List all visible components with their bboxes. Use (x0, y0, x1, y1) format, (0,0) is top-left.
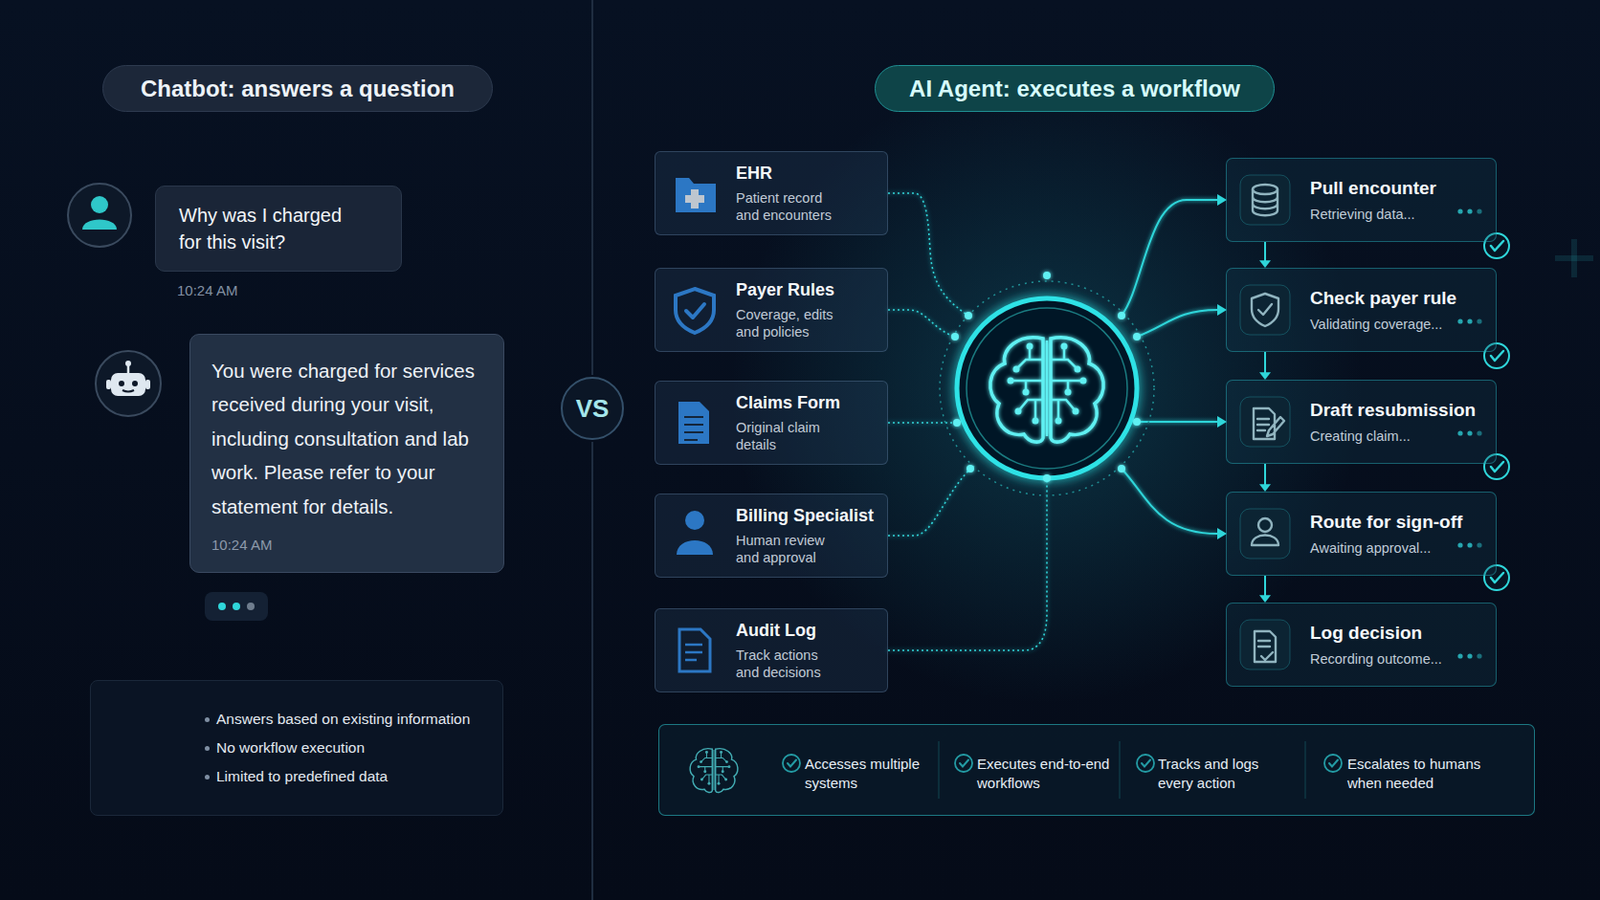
user-bubble: Why was I charged for this visit? (155, 185, 402, 272)
node-heading: Log decision (1310, 622, 1489, 645)
timestamp: 10:24 AM (177, 282, 238, 299)
source-box: EHR Patient record and encounters (654, 151, 889, 236)
node-heading: Why was I charged for this visit? (178, 201, 361, 256)
arrow-head (1259, 484, 1271, 492)
node-heading: Billing Specialist (735, 506, 880, 527)
flow-arrow (1259, 464, 1271, 492)
node-text: Coverage, edits and policies (735, 306, 844, 341)
node-heading: EHR (735, 163, 880, 184)
step-box: Check payer ruleValidating coverage... (1225, 267, 1497, 353)
source-box: Claims FormOriginal claim details (654, 380, 889, 466)
vs-circle: VS (560, 377, 624, 441)
step-box: Route for sign-offAwaiting approval... (1225, 491, 1497, 577)
node-text: Tracks and logs every action (1157, 755, 1292, 794)
node-text: Limited to predefined data (216, 768, 493, 786)
source-box: Audit LogTrack actions and decisions (654, 608, 889, 693)
node-text: Executes end-to-end workflows (977, 755, 1112, 794)
node-text: Awaiting approval... (1310, 540, 1489, 556)
source-box: Billing SpecialistHuman review and appro… (654, 493, 889, 578)
info-box: Answers based on existing information No … (89, 680, 504, 817)
node-text: Retrieving data... (1310, 206, 1489, 223)
node-heading: Audit Log (735, 621, 880, 642)
title-pill: Chatbot: answers a question (102, 65, 493, 112)
step-box: Draft resubmissionCreating claim... (1225, 379, 1497, 465)
node-heading: Route for sign-off (1310, 511, 1489, 534)
node-heading: Draft resubmission (1310, 400, 1489, 422)
source-box: Payer RulesCoverage, edits and policies (654, 267, 889, 353)
node-text: Creating claim... (1310, 428, 1489, 445)
node-heading: VS (576, 394, 610, 424)
node-text: 10:24 AM (211, 536, 483, 554)
feature-bar: Accesses multiple systems Executes end-to… (658, 724, 1535, 817)
node-heading: Pull encounter (1310, 177, 1489, 200)
node-text: No workflow execution (216, 739, 493, 757)
node-text: Escalates to humans when needed (1347, 755, 1511, 794)
flow-arrow (1259, 576, 1271, 603)
step-box: Pull encounterRetrieving data... (1225, 157, 1497, 243)
node-text: Human review and approval (735, 532, 844, 567)
node-text: Recording outcome... (1310, 651, 1489, 667)
node-heading: Chatbot: answers a question (140, 75, 455, 103)
node-text: Patient record and encounters (735, 189, 844, 224)
title-pill: AI Agent: executes a workflow (874, 65, 1275, 112)
node-text: Original claim details (735, 419, 844, 454)
node-heading: Payer Rules (735, 280, 880, 301)
node-text: Validating coverage... (1310, 316, 1489, 333)
step-box: Log decisionRecording outcome... (1225, 602, 1497, 688)
node-heading: Accesses multiple systems (804, 755, 934, 794)
flow-arrow (1259, 242, 1271, 268)
arrow-head (1259, 372, 1271, 380)
arrow-head (1259, 260, 1271, 268)
node-heading: Answers based on existing information (216, 711, 493, 729)
node-text: Track actions and decisions (735, 646, 844, 682)
bot-bubble: You were charged for services received d… (189, 333, 505, 574)
node-heading: Check payer rule (1310, 288, 1489, 310)
node-heading: Claims Form (735, 393, 880, 414)
node-heading: You were charged for services received d… (211, 354, 483, 525)
flow-arrow (1259, 352, 1271, 380)
node-heading: AI Agent: executes a workflow (909, 75, 1241, 103)
arrow-head (1259, 595, 1271, 603)
